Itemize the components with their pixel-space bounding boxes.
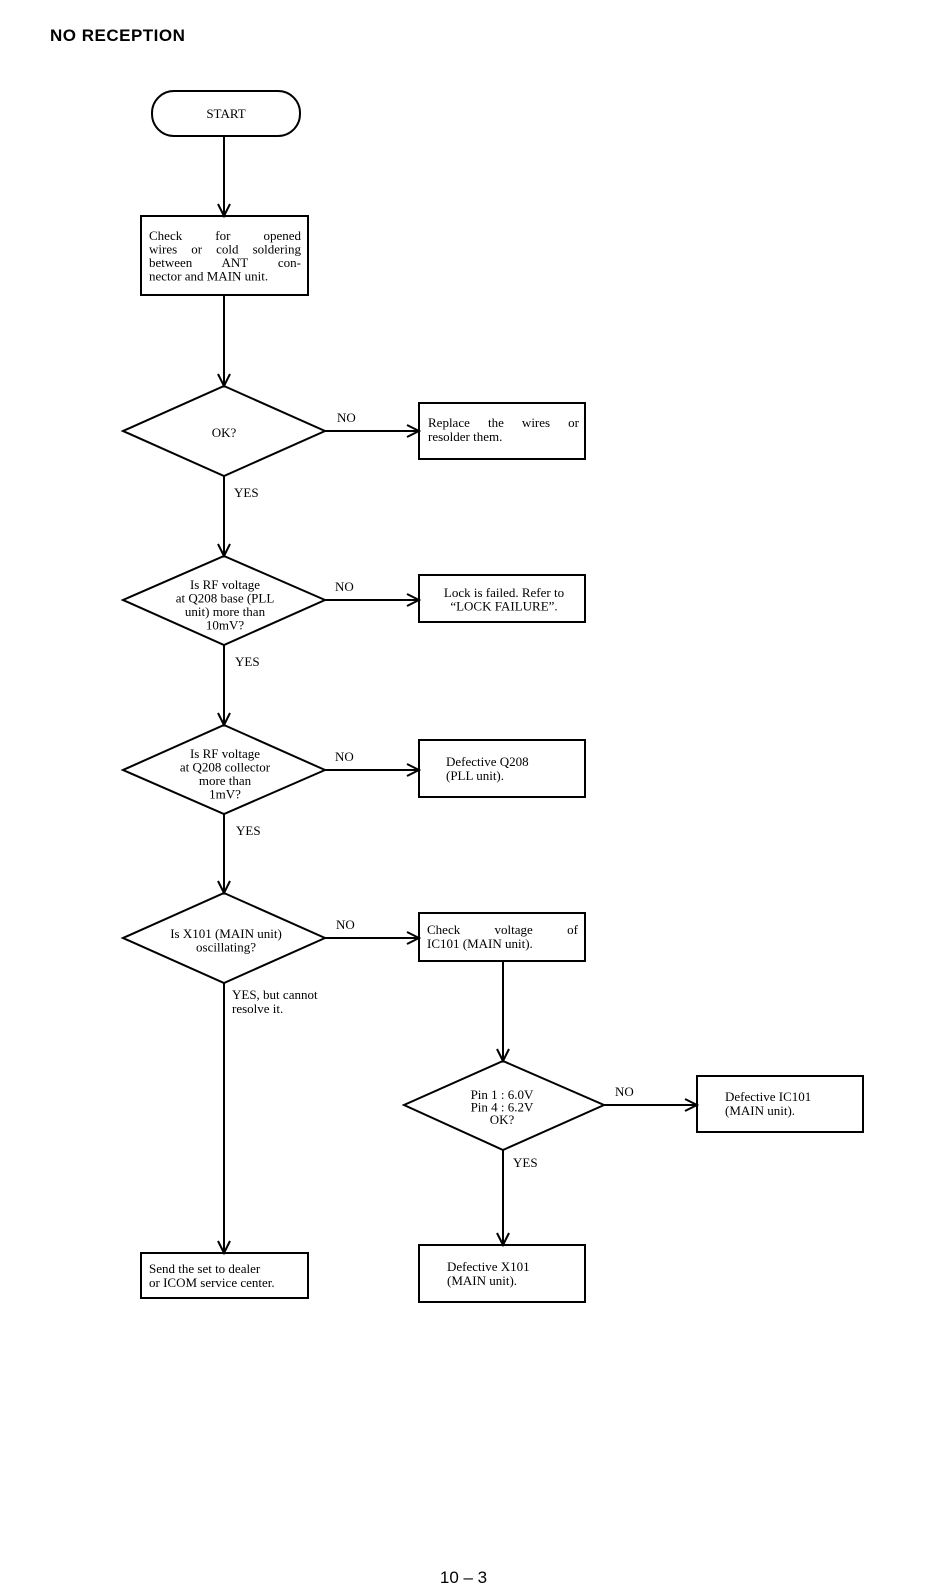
edge-label-no: NO	[335, 579, 354, 594]
ok-decision-text: OK?	[212, 425, 237, 440]
edge-label-no: NO	[337, 410, 356, 425]
start-label: START	[206, 106, 245, 121]
edge-label-no: NO	[615, 1084, 634, 1099]
edge-label-yes: YES	[235, 654, 260, 669]
page-number: 10 – 3	[439, 1568, 488, 1587]
start-terminal	[151, 90, 301, 137]
edge-label-yes: YES	[513, 1155, 538, 1170]
check-wires-box	[140, 215, 309, 296]
defective-x101-text: Defective X101(MAIN unit).	[447, 1259, 530, 1288]
check-ic101-box	[418, 912, 586, 962]
edge-label-no: NO	[336, 917, 355, 932]
connectors	[217, 136, 700, 1256]
edge-label-no: NO	[335, 749, 354, 764]
defective-q208-box	[418, 739, 586, 798]
edge-label-yes: YES	[236, 823, 261, 838]
lock-failed-box	[418, 574, 586, 623]
edge-label-yes: YES	[234, 485, 259, 500]
replace-wires-box	[418, 402, 586, 460]
defective-x101-box	[418, 1244, 586, 1303]
defective-ic101-text: Defective IC101(MAIN unit).	[725, 1089, 811, 1118]
x101-oscillating-text: Is X101 (MAIN unit)oscillating?	[170, 926, 282, 955]
defective-q208-text: Defective Q208(PLL unit).	[446, 754, 529, 783]
lock-failed-text: Lock is failed. Refer to“LOCK FAILURE”.	[444, 585, 564, 614]
page-title: NO RECEPTION	[50, 26, 186, 45]
